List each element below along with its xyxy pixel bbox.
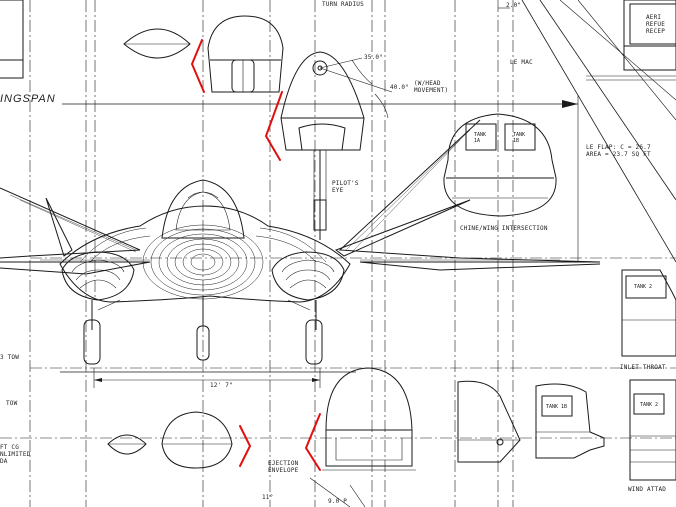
- ground-line: [60, 368, 356, 388]
- head-movement-label: (W/HEAD MOVEMENT): [414, 80, 449, 94]
- angle-35-label: 35.0°: [364, 54, 384, 61]
- section-bottom-body-2: [535, 383, 605, 459]
- red-chevron-3: [239, 425, 252, 467]
- section-top-lens: [123, 28, 191, 59]
- wingspan-dimension: [62, 95, 582, 263]
- section-wind-attach: [629, 379, 676, 481]
- section-chine-wing: [443, 113, 557, 217]
- tank-1b-bottom-label: TANK 1B: [546, 404, 568, 410]
- section-bottom-lens: [107, 434, 147, 455]
- angle-11-label: 11°: [262, 494, 274, 501]
- section-canopy-pilot-eye: [280, 51, 393, 240]
- aft-cg-label: FT CG NLIMITED DA: [0, 444, 31, 465]
- turn-radius-label: TURN RADIUS: [322, 1, 364, 8]
- pilots-eye-label: PILOT'S EYE: [332, 180, 359, 194]
- dim-9-label: 9.0 P: [328, 498, 348, 505]
- tow-1-label: 3 TOW: [0, 354, 20, 361]
- angle-40-label: 40.0°: [390, 84, 410, 91]
- le-mac-label: LE MAC: [510, 59, 533, 66]
- tank-2-bottom-label: TANK 2: [640, 402, 659, 408]
- tank-1b-label: TANK 1B: [513, 132, 526, 144]
- wing-leading-edge-lines: [521, 0, 676, 263]
- inlet-right: [271, 251, 345, 301]
- aircraft-front-view: [0, 119, 601, 365]
- tank-2-label: TANK 2: [634, 284, 653, 290]
- section-bottom-body-1: [457, 380, 521, 463]
- section-inlet-throat: [621, 269, 676, 357]
- red-chevron-1: [190, 39, 205, 93]
- wingspan-label: INGSPAN: [0, 93, 56, 105]
- aerial-refuel-box: [498, 0, 676, 71]
- section-ejection-envelope: [309, 367, 416, 507]
- span-12-7-label: 12' 7": [210, 382, 233, 389]
- section-bottom-oval: [161, 411, 233, 469]
- inlet-left: [61, 251, 135, 301]
- chine-wing-label: CHINE/WING INTERSECTION: [460, 225, 548, 232]
- red-annotations: [190, 39, 321, 471]
- dim-2-label: 2.0": [506, 2, 522, 9]
- red-chevron-4: [304, 413, 321, 471]
- left-edge-box: [0, 0, 24, 79]
- landing-gear: [83, 296, 323, 365]
- aerial-refuel-label: AERI REFUE RECEP: [646, 14, 666, 35]
- wind-attach-label: WIND ATTAD: [628, 486, 667, 493]
- ejection-envelope-label: EJECTION ENVELOPE: [268, 460, 299, 474]
- tow-2-label: TOW: [6, 400, 18, 407]
- section-top-canopy: [207, 15, 284, 93]
- tank-1a-label: TANK 1A: [474, 132, 487, 144]
- le-flap-label: LE FLAP: C = 26.7 AREA = 23.7 SQ FT: [586, 144, 651, 158]
- red-chevron-2: [264, 91, 283, 161]
- inlet-throat-label: INLET THROAT: [620, 364, 666, 371]
